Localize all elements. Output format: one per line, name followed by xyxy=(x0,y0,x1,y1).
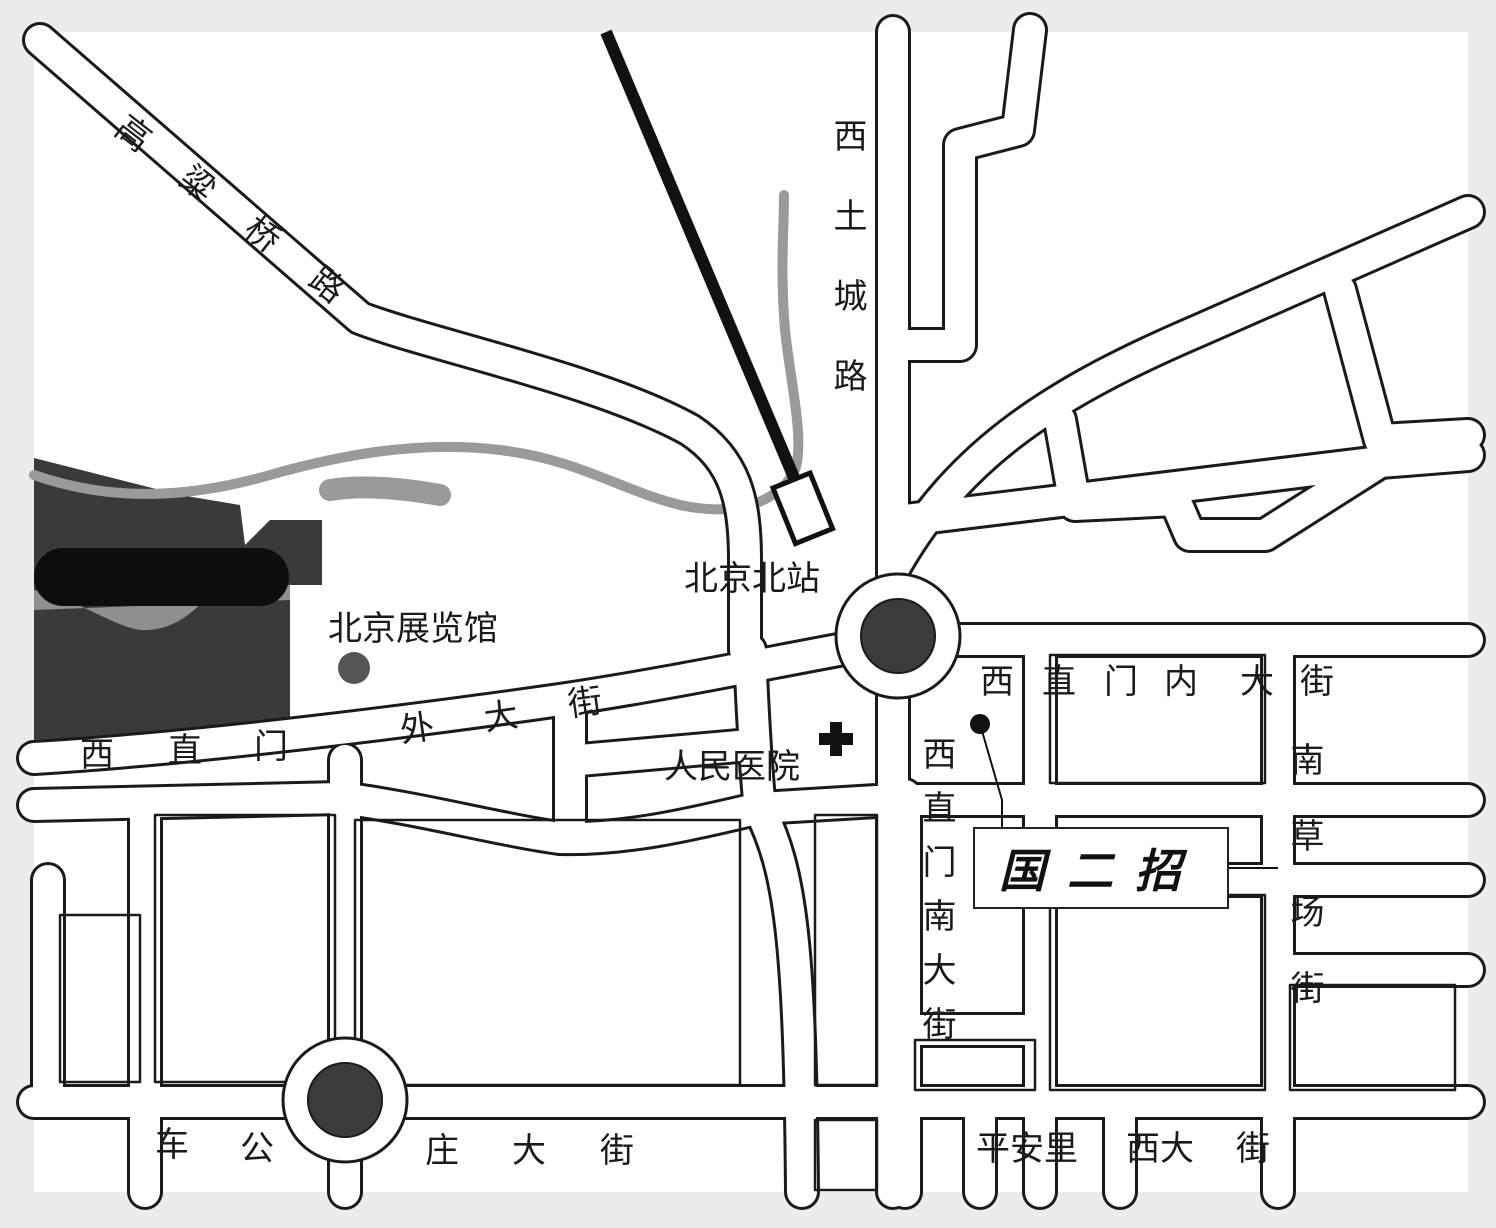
road-label-xizhimennei-2: 直 xyxy=(1042,662,1076,702)
road-label-pinganli-1: 平安里 xyxy=(976,1129,1078,1169)
road-label-xizhimennei-4: 内 xyxy=(1164,662,1198,702)
landmark-label-station: 北京北站 xyxy=(684,559,820,599)
road-label-xizhimenwai-2: 直 xyxy=(168,731,202,771)
destination-callout[interactable]: 国二招 xyxy=(973,827,1229,909)
exhibition-dot-icon xyxy=(338,652,370,684)
river xyxy=(29,190,804,515)
landmark-label-exhibition: 北京展览馆 xyxy=(328,609,498,649)
road-label-xizhimenwai-1: 西 xyxy=(80,735,114,775)
landmark-label-hospital: 人民医院 xyxy=(664,747,800,787)
river-pond xyxy=(319,476,451,506)
railway-icon xyxy=(600,29,836,547)
road-label-chegongzhuang-4: 大 xyxy=(512,1131,546,1171)
road-label-chegongzhuang-2: 公 xyxy=(240,1129,274,1169)
road-label-chegongzhuang-1: 车 xyxy=(155,1125,189,1165)
road-label-xituchenglu: 西土城路 xyxy=(827,118,867,438)
road-label-nancaochang: 南草场街 xyxy=(1284,742,1324,1046)
road-label-chegongzhuang-5: 街 xyxy=(600,1131,634,1171)
road-label-xizhimennei-3: 门 xyxy=(1104,662,1138,702)
road-label-pinganli-2: 西大 xyxy=(1126,1129,1194,1169)
road-label-xizhimennan: 西直门南大街 xyxy=(916,736,956,1060)
roundabout-chegongzhuang xyxy=(281,1036,409,1164)
road-label-chegongzhuang-3: 庄 xyxy=(425,1131,459,1171)
zoo-park-area xyxy=(34,458,322,740)
destination-label: 国二招 xyxy=(999,844,1203,898)
road-label-xizhimennei-1: 西 xyxy=(980,662,1014,702)
hospital-cross-icon xyxy=(819,722,853,756)
callout-leader-line xyxy=(979,723,1003,828)
road-label-xizhimenwai-5: 大 xyxy=(481,694,521,740)
road-label-pinganli-3: 街 xyxy=(1236,1129,1270,1169)
road-label-xizhimennei-5: 大 xyxy=(1240,662,1274,702)
roundabout-xizhimen xyxy=(834,572,962,700)
road-label-xizhimenwai-6: 街 xyxy=(565,680,605,726)
lake-oval xyxy=(34,548,289,606)
road-label-xizhimennei-6: 街 xyxy=(1300,662,1334,702)
road-label-xizhimenwai-4: 外 xyxy=(397,706,437,752)
road-label-xizhimenwai-3: 门 xyxy=(254,727,288,767)
road-network xyxy=(16,12,1486,1210)
